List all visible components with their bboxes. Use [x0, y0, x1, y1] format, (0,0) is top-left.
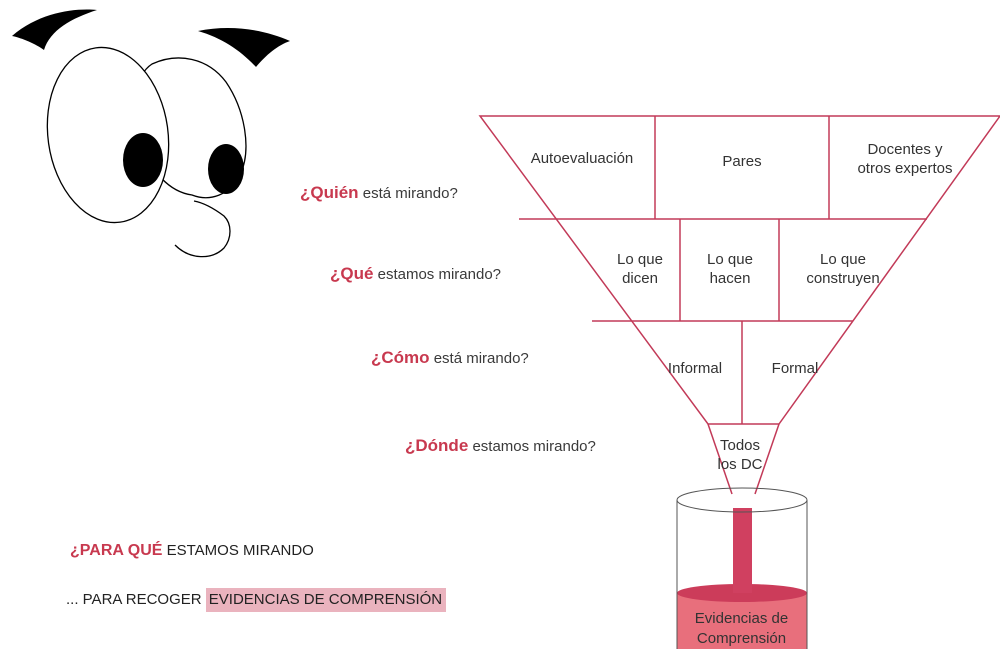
- question-who-keyword: ¿Quién: [300, 183, 359, 202]
- bucket-rim: [676, 487, 808, 513]
- left-pupil: [123, 133, 163, 187]
- purpose-question: ¿PARA QUÉ ESTAMOS MIRANDO: [70, 542, 314, 560]
- bucket-label: Evidencias de Comprensión: [694, 610, 789, 647]
- purpose-question-text: ESTAMOS MIRANDO: [162, 542, 314, 559]
- cell-lo-que-hacen: Lo que hacen: [707, 251, 753, 287]
- cell-informal: Informal: [667, 360, 723, 377]
- purpose-question-keyword: ¿PARA QUÉ: [70, 542, 163, 559]
- purpose-answer-highlight: EVIDENCIAS DE COMPRENSIÓN: [205, 588, 447, 612]
- question-where: ¿Dónde estamos mirando?: [405, 436, 596, 456]
- cell-lo-que-dicen: Lo que dicen: [617, 251, 663, 287]
- question-what: ¿Qué estamos mirando?: [330, 264, 501, 284]
- cartoon-eyes-illustration: [12, 9, 290, 258]
- evidence-bucket: [676, 487, 808, 649]
- cell-lo-que-construyen: Lo que construyen: [806, 251, 880, 287]
- liquid-stream: [733, 508, 752, 593]
- left-eyebrow: [12, 9, 97, 51]
- question-who-text: está mirando?: [358, 185, 458, 202]
- cell-todos-los-dc: Todos los DC: [717, 437, 763, 473]
- right-pupil: [208, 144, 244, 194]
- cell-docentes: Docentes y otros expertos: [857, 141, 953, 177]
- cell-autoevaluacion: Autoevaluación: [530, 150, 634, 167]
- question-what-text: estamos mirando?: [373, 266, 502, 283]
- cell-formal: Formal: [771, 360, 819, 377]
- question-who: ¿Quién está mirando?: [300, 183, 458, 203]
- funnel: [478, 115, 1000, 495]
- purpose-answer: ... PARA RECOGER EVIDENCIAS DE COMPRENSI…: [66, 588, 447, 612]
- funnel-spout-left: [707, 423, 733, 495]
- purpose-answer-prefix: ... PARA RECOGER: [66, 591, 206, 608]
- funnel-spout-right: [754, 423, 780, 495]
- question-where-keyword: ¿Dónde: [405, 436, 469, 455]
- right-eyebrow: [198, 27, 290, 68]
- question-how-keyword: ¿Cómo: [371, 348, 430, 367]
- nose-line: [174, 200, 231, 258]
- cell-pares: Pares: [722, 153, 762, 170]
- question-how: ¿Cómo está mirando?: [371, 348, 529, 368]
- bucket-liquid-body: [677, 593, 807, 649]
- question-where-text: estamos mirando?: [468, 438, 596, 455]
- question-what-keyword: ¿Qué: [330, 264, 374, 283]
- question-how-text: está mirando?: [429, 350, 529, 367]
